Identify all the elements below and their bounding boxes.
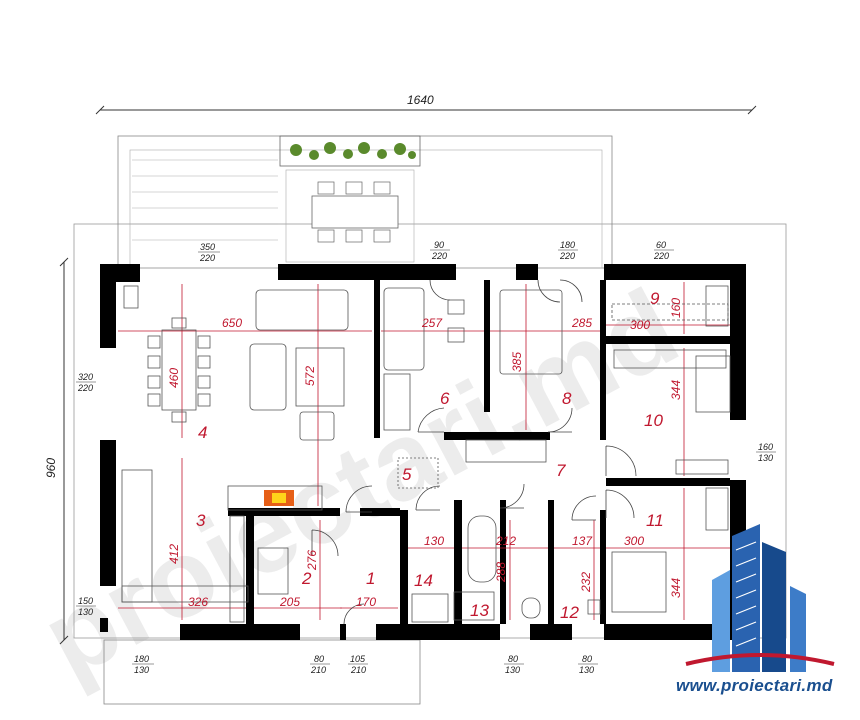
svg-text:80: 80: [508, 654, 518, 664]
svg-text:220: 220: [431, 251, 447, 261]
room-9: 9: [650, 289, 660, 308]
interior-walls: [228, 280, 730, 628]
room-1: 1: [366, 569, 375, 588]
dim-344a: 344: [669, 380, 683, 400]
company-logo: [685, 524, 835, 672]
svg-text:320: 320: [78, 372, 93, 382]
dim-650: 650: [222, 316, 242, 330]
svg-text:80: 80: [314, 654, 324, 664]
dim-130: 130: [424, 534, 444, 548]
dim-344b: 344: [669, 578, 683, 598]
room-2: 2: [301, 569, 312, 588]
room-10: 10: [644, 411, 663, 430]
svg-text:350: 350: [200, 242, 215, 252]
svg-text:130: 130: [505, 665, 520, 675]
svg-text:180: 180: [134, 654, 149, 664]
svg-text:180: 180: [560, 240, 575, 250]
room-dimension-labels: 650 460 572 257 385 285 300 160 344 412 …: [167, 298, 683, 609]
dim-160: 160: [669, 298, 683, 318]
furniture: [121, 285, 731, 623]
svg-text:130: 130: [579, 665, 594, 675]
svg-text:130: 130: [134, 665, 149, 675]
svg-text:220: 220: [77, 383, 93, 393]
dim-212: 212: [495, 534, 516, 548]
dim-137: 137: [572, 534, 593, 548]
dim-460: 460: [167, 368, 181, 388]
room-13: 13: [470, 601, 489, 620]
overall-height-dimension: 960: [44, 257, 69, 645]
room-dimension-lines: [118, 282, 730, 620]
svg-text:220: 220: [653, 251, 669, 261]
svg-text:130: 130: [78, 607, 93, 617]
dim-288: 288: [494, 562, 508, 583]
terrace: [117, 135, 613, 269]
room-6: 6: [440, 389, 450, 408]
dim-572: 572: [303, 366, 317, 386]
room-12: 12: [560, 603, 579, 622]
svg-text:210: 210: [350, 665, 366, 675]
room-3: 3: [196, 511, 206, 530]
room-7: 7: [556, 461, 566, 480]
svg-text:60: 60: [656, 240, 666, 250]
dim-326: 326: [188, 595, 208, 609]
dim-205: 205: [279, 595, 300, 609]
room-14: 14: [414, 571, 433, 590]
svg-text:220: 220: [559, 251, 575, 261]
brand-url: www.proiectari.md: [676, 676, 833, 695]
dim-285: 285: [571, 316, 592, 330]
dim-300b: 300: [624, 534, 644, 548]
dim-170: 170: [356, 595, 376, 609]
dim-276: 276: [305, 550, 319, 571]
svg-text:210: 210: [310, 665, 326, 675]
dim-300a: 300: [630, 318, 650, 332]
room-numbers: 1 2 3 4 5 6 7 8 9 10 11 12 13 14: [196, 289, 664, 622]
room-8: 8: [562, 389, 572, 408]
svg-text:80: 80: [582, 654, 592, 664]
dim-412: 412: [167, 544, 181, 564]
svg-text:105: 105: [350, 654, 366, 664]
svg-text:220: 220: [199, 253, 215, 263]
svg-text:160: 160: [758, 442, 773, 452]
dim-232: 232: [579, 572, 593, 593]
overall-height-label: 960: [44, 458, 58, 478]
svg-text:90: 90: [434, 240, 444, 250]
room-11: 11: [646, 511, 664, 530]
overall-width-dimension: 1640: [95, 93, 757, 115]
svg-text:150: 150: [78, 596, 93, 606]
overall-width-label: 1640: [407, 93, 434, 107]
dim-257: 257: [421, 316, 443, 330]
room-4: 4: [198, 423, 207, 442]
svg-text:130: 130: [758, 453, 773, 463]
room-5: 5: [402, 465, 412, 484]
doors: [311, 279, 637, 625]
dim-385: 385: [510, 352, 524, 372]
